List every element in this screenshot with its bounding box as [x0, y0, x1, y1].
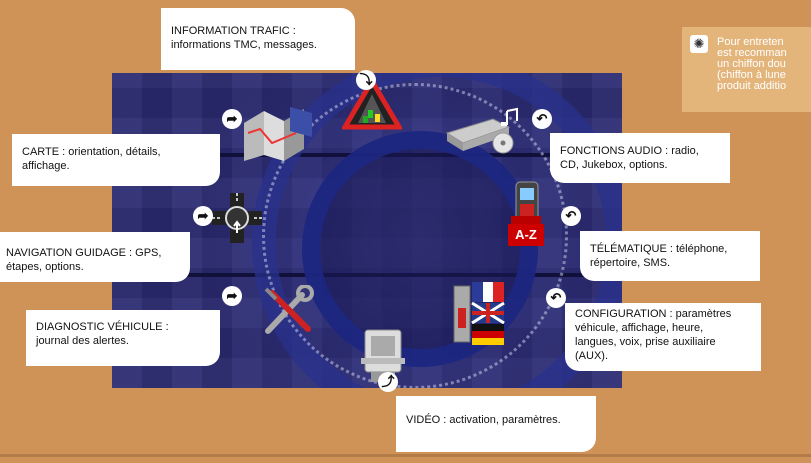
arrow-up-icon: ⤴	[378, 372, 398, 392]
maintenance-note: ✺ Pour entreten est recomman un chiffon …	[682, 27, 811, 112]
dotted-ring	[262, 83, 568, 388]
footer-divider	[0, 454, 811, 457]
arrow-left-icon: ↶	[532, 109, 552, 129]
callout-navigation: NAVIGATION GUIDAGE : GPS, étapes, option…	[0, 232, 190, 282]
arrow-right-icon: ➦	[222, 286, 242, 306]
note-line: Pour entreten	[717, 36, 784, 48]
callout-video: VIDÉO : activation, paramètres.	[396, 396, 596, 452]
callout-information-trafic: INFORMATION TRAFIC : informations TMC, m…	[161, 8, 355, 70]
audio-player-icon[interactable]	[445, 105, 525, 155]
map-icon[interactable]	[242, 103, 314, 163]
crossroad-icon[interactable]	[212, 193, 262, 243]
callout-diagnostic: DIAGNOSTIC VÉHICULE : journal des alerte…	[26, 310, 220, 366]
lightbulb-icon: ✺	[690, 35, 708, 53]
callout-carte: CARTE : orientation, détails, affichage.	[12, 134, 220, 186]
arrow-right-icon: ➦	[193, 206, 213, 226]
note-line: (chiffon à lune	[717, 69, 786, 81]
arrow-right-icon: ➦	[222, 109, 242, 129]
flags-settings-icon[interactable]	[450, 278, 510, 348]
arrow-left-icon: ↶	[561, 206, 581, 226]
note-line: produit additio	[717, 80, 787, 92]
callout-configuration: CONFIGURATION : paramètres véhicule, aff…	[565, 303, 761, 371]
arrow-left-icon: ↶	[546, 288, 566, 308]
wrench-icon[interactable]	[262, 285, 318, 337]
phone-az-label: A-Z	[508, 224, 544, 246]
phone-icon[interactable]: A-Z	[508, 180, 544, 246]
note-line: un chiffon dou	[717, 58, 786, 70]
callout-telematique: TÉLÉMATIQUE : téléphone, répertoire, SMS…	[580, 231, 760, 281]
note-line: est recomman	[717, 47, 787, 59]
road-warning-icon[interactable]	[342, 78, 402, 130]
arrow-down-icon: ⤵	[356, 70, 376, 90]
callout-fonctions-audio: FONCTIONS AUDIO : radio, CD, Jukebox, op…	[550, 133, 730, 183]
